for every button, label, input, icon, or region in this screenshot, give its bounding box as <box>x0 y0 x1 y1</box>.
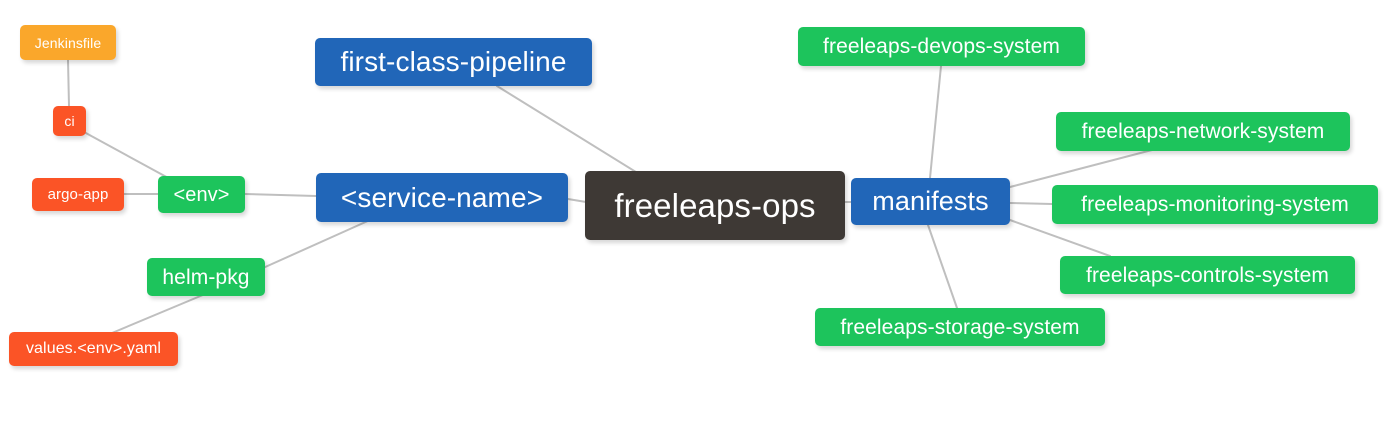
edge-values-helmpkg <box>111 291 211 334</box>
node-values-yaml-label: values.<env>.yaml <box>25 340 162 357</box>
edge-manifests-devops <box>929 65 942 179</box>
node-freeleaps-storage-system[interactable]: freeleaps-storage-system <box>815 308 1105 346</box>
node-values-yaml[interactable]: values.<env>.yaml <box>9 332 178 366</box>
node-service-name[interactable]: <service-name> <box>316 173 568 222</box>
edge-env-service-name <box>244 193 317 197</box>
node-argo-app-label: argo-app <box>47 186 109 203</box>
edge-helmpkg-service-name <box>262 219 371 269</box>
node-jenkinsfile[interactable]: Jenkinsfile <box>20 25 116 60</box>
node-manifests-label: manifests <box>872 186 989 216</box>
edge-service-name-root <box>567 198 587 203</box>
node-freeleaps-network-system[interactable]: freeleaps-network-system <box>1056 112 1350 151</box>
edge-firstclasspipeline-root <box>496 85 637 173</box>
node-first-class-pipeline[interactable]: first-class-pipeline <box>315 38 592 86</box>
node-env[interactable]: <env> <box>158 176 245 213</box>
node-ci-label: ci <box>64 113 75 129</box>
node-root-label: freeleaps-ops <box>614 187 816 224</box>
edge-manifests-storage <box>927 224 958 309</box>
node-service-name-label: <service-name> <box>340 181 544 213</box>
node-freeleaps-controls-system[interactable]: freeleaps-controls-system <box>1060 256 1355 294</box>
node-env-label: <env> <box>173 183 230 206</box>
node-freeleaps-monitoring-system-label: freeleaps-monitoring-system <box>1081 193 1349 216</box>
node-ci[interactable]: ci <box>53 106 86 136</box>
edge-manifests-network <box>1009 149 1153 188</box>
edge-jenkinsfile-ci <box>67 59 70 107</box>
node-first-class-pipeline-label: first-class-pipeline <box>340 46 567 77</box>
node-freeleaps-devops-system-label: freeleaps-devops-system <box>823 35 1060 58</box>
node-helm-pkg-label: helm-pkg <box>162 265 250 289</box>
node-manifests[interactable]: manifests <box>851 178 1010 225</box>
node-freeleaps-devops-system[interactable]: freeleaps-devops-system <box>798 27 1085 66</box>
node-root-freeleaps-ops[interactable]: freeleaps-ops <box>585 171 845 240</box>
node-freeleaps-storage-system-label: freeleaps-storage-system <box>840 315 1080 339</box>
node-helm-pkg[interactable]: helm-pkg <box>147 258 265 296</box>
node-freeleaps-network-system-label: freeleaps-network-system <box>1081 120 1325 143</box>
node-jenkinsfile-label: Jenkinsfile <box>34 34 102 51</box>
edge-manifests-controls <box>1009 219 1111 257</box>
node-freeleaps-controls-system-label: freeleaps-controls-system <box>1086 263 1329 287</box>
edge-manifests-monitoring <box>1009 202 1053 205</box>
node-freeleaps-monitoring-system[interactable]: freeleaps-monitoring-system <box>1052 185 1378 224</box>
node-argo-app[interactable]: argo-app <box>32 178 124 211</box>
edge-ci-env <box>83 131 173 181</box>
